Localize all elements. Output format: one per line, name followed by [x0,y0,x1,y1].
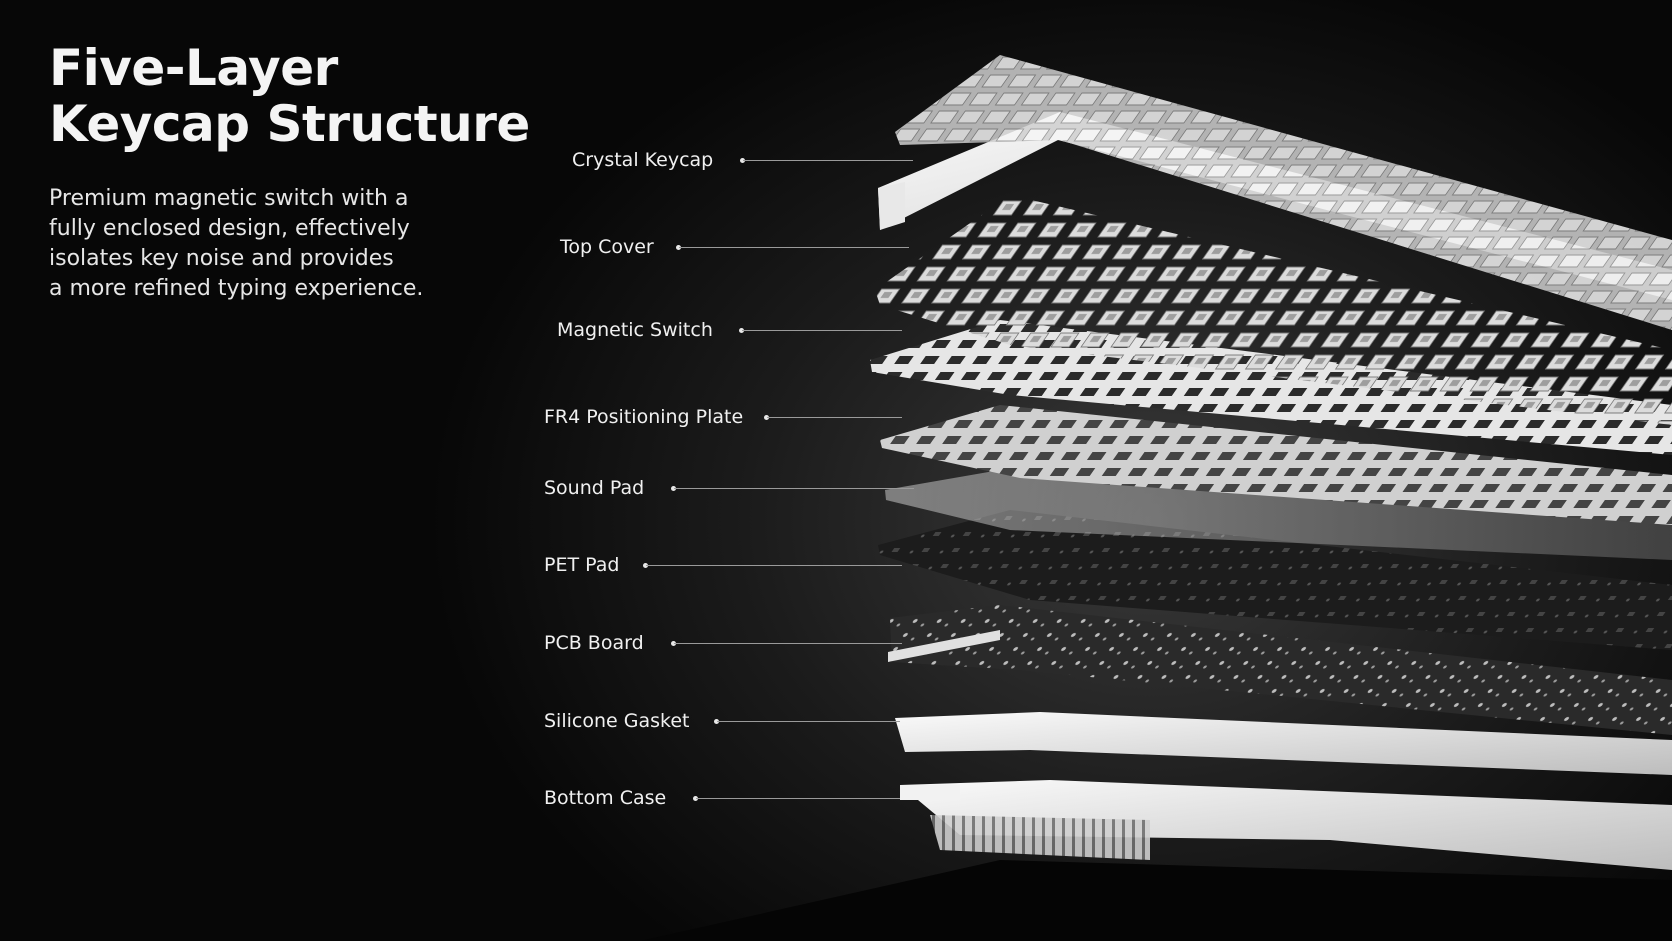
callout-silicone-gasket: Silicone Gasket [544,709,900,733]
description-line-1: Premium magnetic switch with a [49,186,409,211]
callout-dot [714,719,719,724]
silicone-gasket-shape [895,712,1672,775]
page-title: Five-Layer Keycap Structure [49,40,530,152]
sound-pad-shape [885,470,1672,560]
callout-dot [764,415,769,420]
callout-label: Crystal Keycap [572,149,714,171]
pcb-board-shape [890,605,1672,735]
callout-label: Magnetic Switch [557,319,713,341]
callout-leader-line [743,160,913,161]
callout-dot [740,158,745,163]
callout-leader-line [674,488,914,489]
bottom-case-vents [930,815,1150,860]
description-line-2: fully enclosed design, effectively [49,216,410,241]
callout-leader-line [696,798,900,799]
callout-pet-pad: PET Pad [544,553,902,577]
callout-dot [671,486,676,491]
callout-dot [693,796,698,801]
bottom-case-clip [900,785,960,800]
callout-leader-line [679,247,909,248]
callout-top-cover: Top Cover [560,235,910,259]
callout-label: PET Pad [544,554,620,576]
callout-leader-line [646,565,902,566]
callout-dot [676,245,681,250]
callout-label: Bottom Case [544,787,667,809]
callout-label: Sound Pad [544,477,645,499]
callout-label: Top Cover [560,236,654,258]
callout-dot [643,563,648,568]
description: Premium magnetic switch with a fully enc… [49,184,469,304]
description-line-3: isolates key noise and provides [49,246,394,271]
callout-label: FR4 Positioning Plate [544,406,744,428]
callout-leader-line [674,643,902,644]
callout-leader-line [767,417,902,418]
callout-crystal-keycap: Crystal Keycap [572,148,913,172]
title-line-2: Keycap Structure [49,95,530,153]
callout-pcb-board: PCB Board [544,631,902,655]
fr4-positioning-plate-lower [880,405,1672,525]
bottom-case-shape [900,780,1672,870]
pcb-edge-connector [888,630,1000,662]
callout-bottom-case: Bottom Case [544,786,900,810]
callout-sound-pad: Sound Pad [544,476,914,500]
callout-magnetic-switch: Magnetic Switch [557,318,902,342]
crystal-keycap-array [895,55,1672,330]
callout-dot [671,641,676,646]
magnetic-switch-array [875,195,1672,425]
callout-dot [739,328,744,333]
callout-leader-line [742,330,902,331]
callout-label: Silicone Gasket [544,710,690,732]
fr4-positioning-plate-upper [870,320,1672,455]
callout-fr4-positioning-plate: FR4 Positioning Plate [544,405,902,429]
top-cover-edge [878,182,905,230]
description-line-4: a more refined typing experience. [49,276,424,301]
title-line-1: Five-Layer [49,39,338,97]
callout-label: PCB Board [544,632,644,654]
callout-leader-line [717,721,900,722]
pet-pad-shape [878,510,1672,650]
